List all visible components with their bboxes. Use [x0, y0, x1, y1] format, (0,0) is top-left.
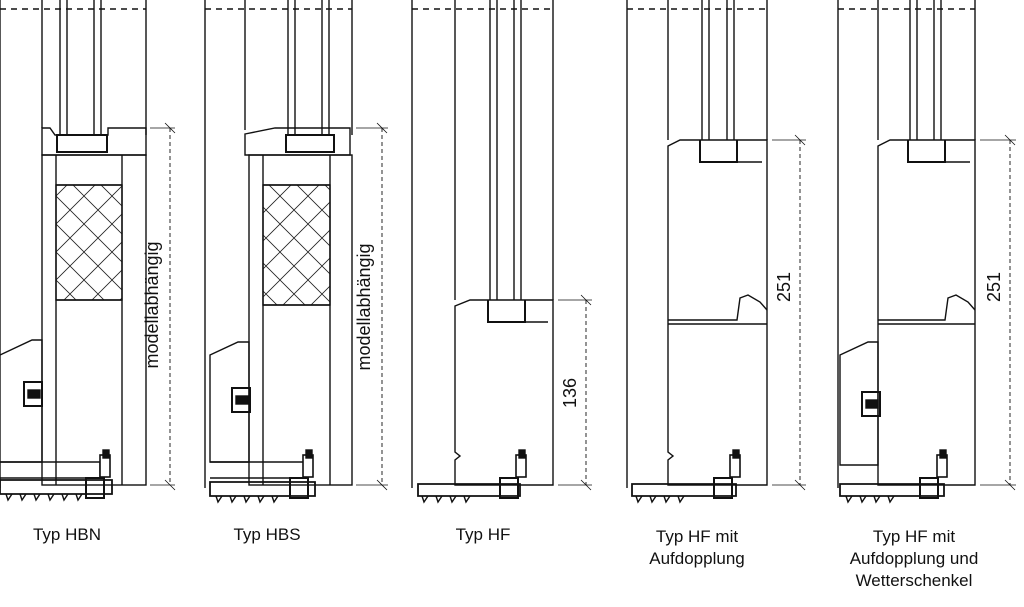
caption-hf-aufdopplung-wetterschenkel: Typ HF mit Aufdopplung und Wetterschenke…	[828, 526, 1000, 592]
door-leaf-panel	[877, 139, 976, 486]
glazing-bead	[244, 127, 351, 156]
caption-hf: Typ HF	[428, 524, 538, 546]
insulation-core	[262, 184, 331, 306]
dimension-label-hf-aufdopplung: 251	[774, 272, 794, 302]
threshold	[0, 461, 101, 479]
section-hf-aufdopplung-drawing	[626, 0, 806, 504]
door-leaf-panel	[248, 154, 353, 486]
aufdopplung-joint	[668, 294, 768, 321]
section-hf-aufdopplung-wetterschenkel-drawing	[837, 0, 1016, 504]
glazing-bead	[907, 140, 946, 163]
dimension-label-hf: 136	[560, 378, 580, 408]
caption-line: Typ HF mit	[872, 527, 956, 546]
dimension-label-hf-aufdopplung-wetterschenkel: 251	[984, 272, 1004, 302]
caption-line: Typ HBS	[233, 525, 301, 544]
door-leaf-panel	[454, 299, 554, 486]
caption-line: Typ HBN	[32, 525, 102, 544]
dimension-label-hbn: modellabhängig	[142, 241, 162, 368]
threshold	[417, 483, 521, 497]
caption-line: Typ HF mit	[655, 527, 739, 546]
threshold	[839, 483, 945, 497]
door-leaf-panel	[41, 154, 147, 486]
threshold	[210, 461, 306, 479]
insulation-core	[55, 184, 123, 301]
caption-line: Wetterschenkel	[855, 571, 973, 590]
aufdopplung-joint	[878, 294, 976, 321]
section-hbn-drawing	[0, 0, 176, 502]
caption-hf-aufdopplung: Typ HF mit Aufdopplung	[622, 526, 772, 570]
section-hbs-drawing	[204, 0, 388, 504]
section-hf-drawing	[411, 0, 592, 504]
door-leaf-panel	[667, 139, 768, 486]
caption-line: Aufdopplung	[649, 549, 745, 568]
threshold	[631, 483, 737, 497]
glazing-bead	[487, 300, 526, 323]
weather-board	[0, 339, 43, 463]
caption-hbn: Typ HBN	[12, 524, 122, 546]
caption-line: Typ HF	[455, 525, 511, 544]
caption-line: Aufdopplung und	[849, 549, 979, 568]
caption-hbs: Typ HBS	[212, 524, 322, 546]
glazing-bead	[699, 140, 738, 163]
dimension-label-hbs: modellabhängig	[354, 243, 374, 370]
